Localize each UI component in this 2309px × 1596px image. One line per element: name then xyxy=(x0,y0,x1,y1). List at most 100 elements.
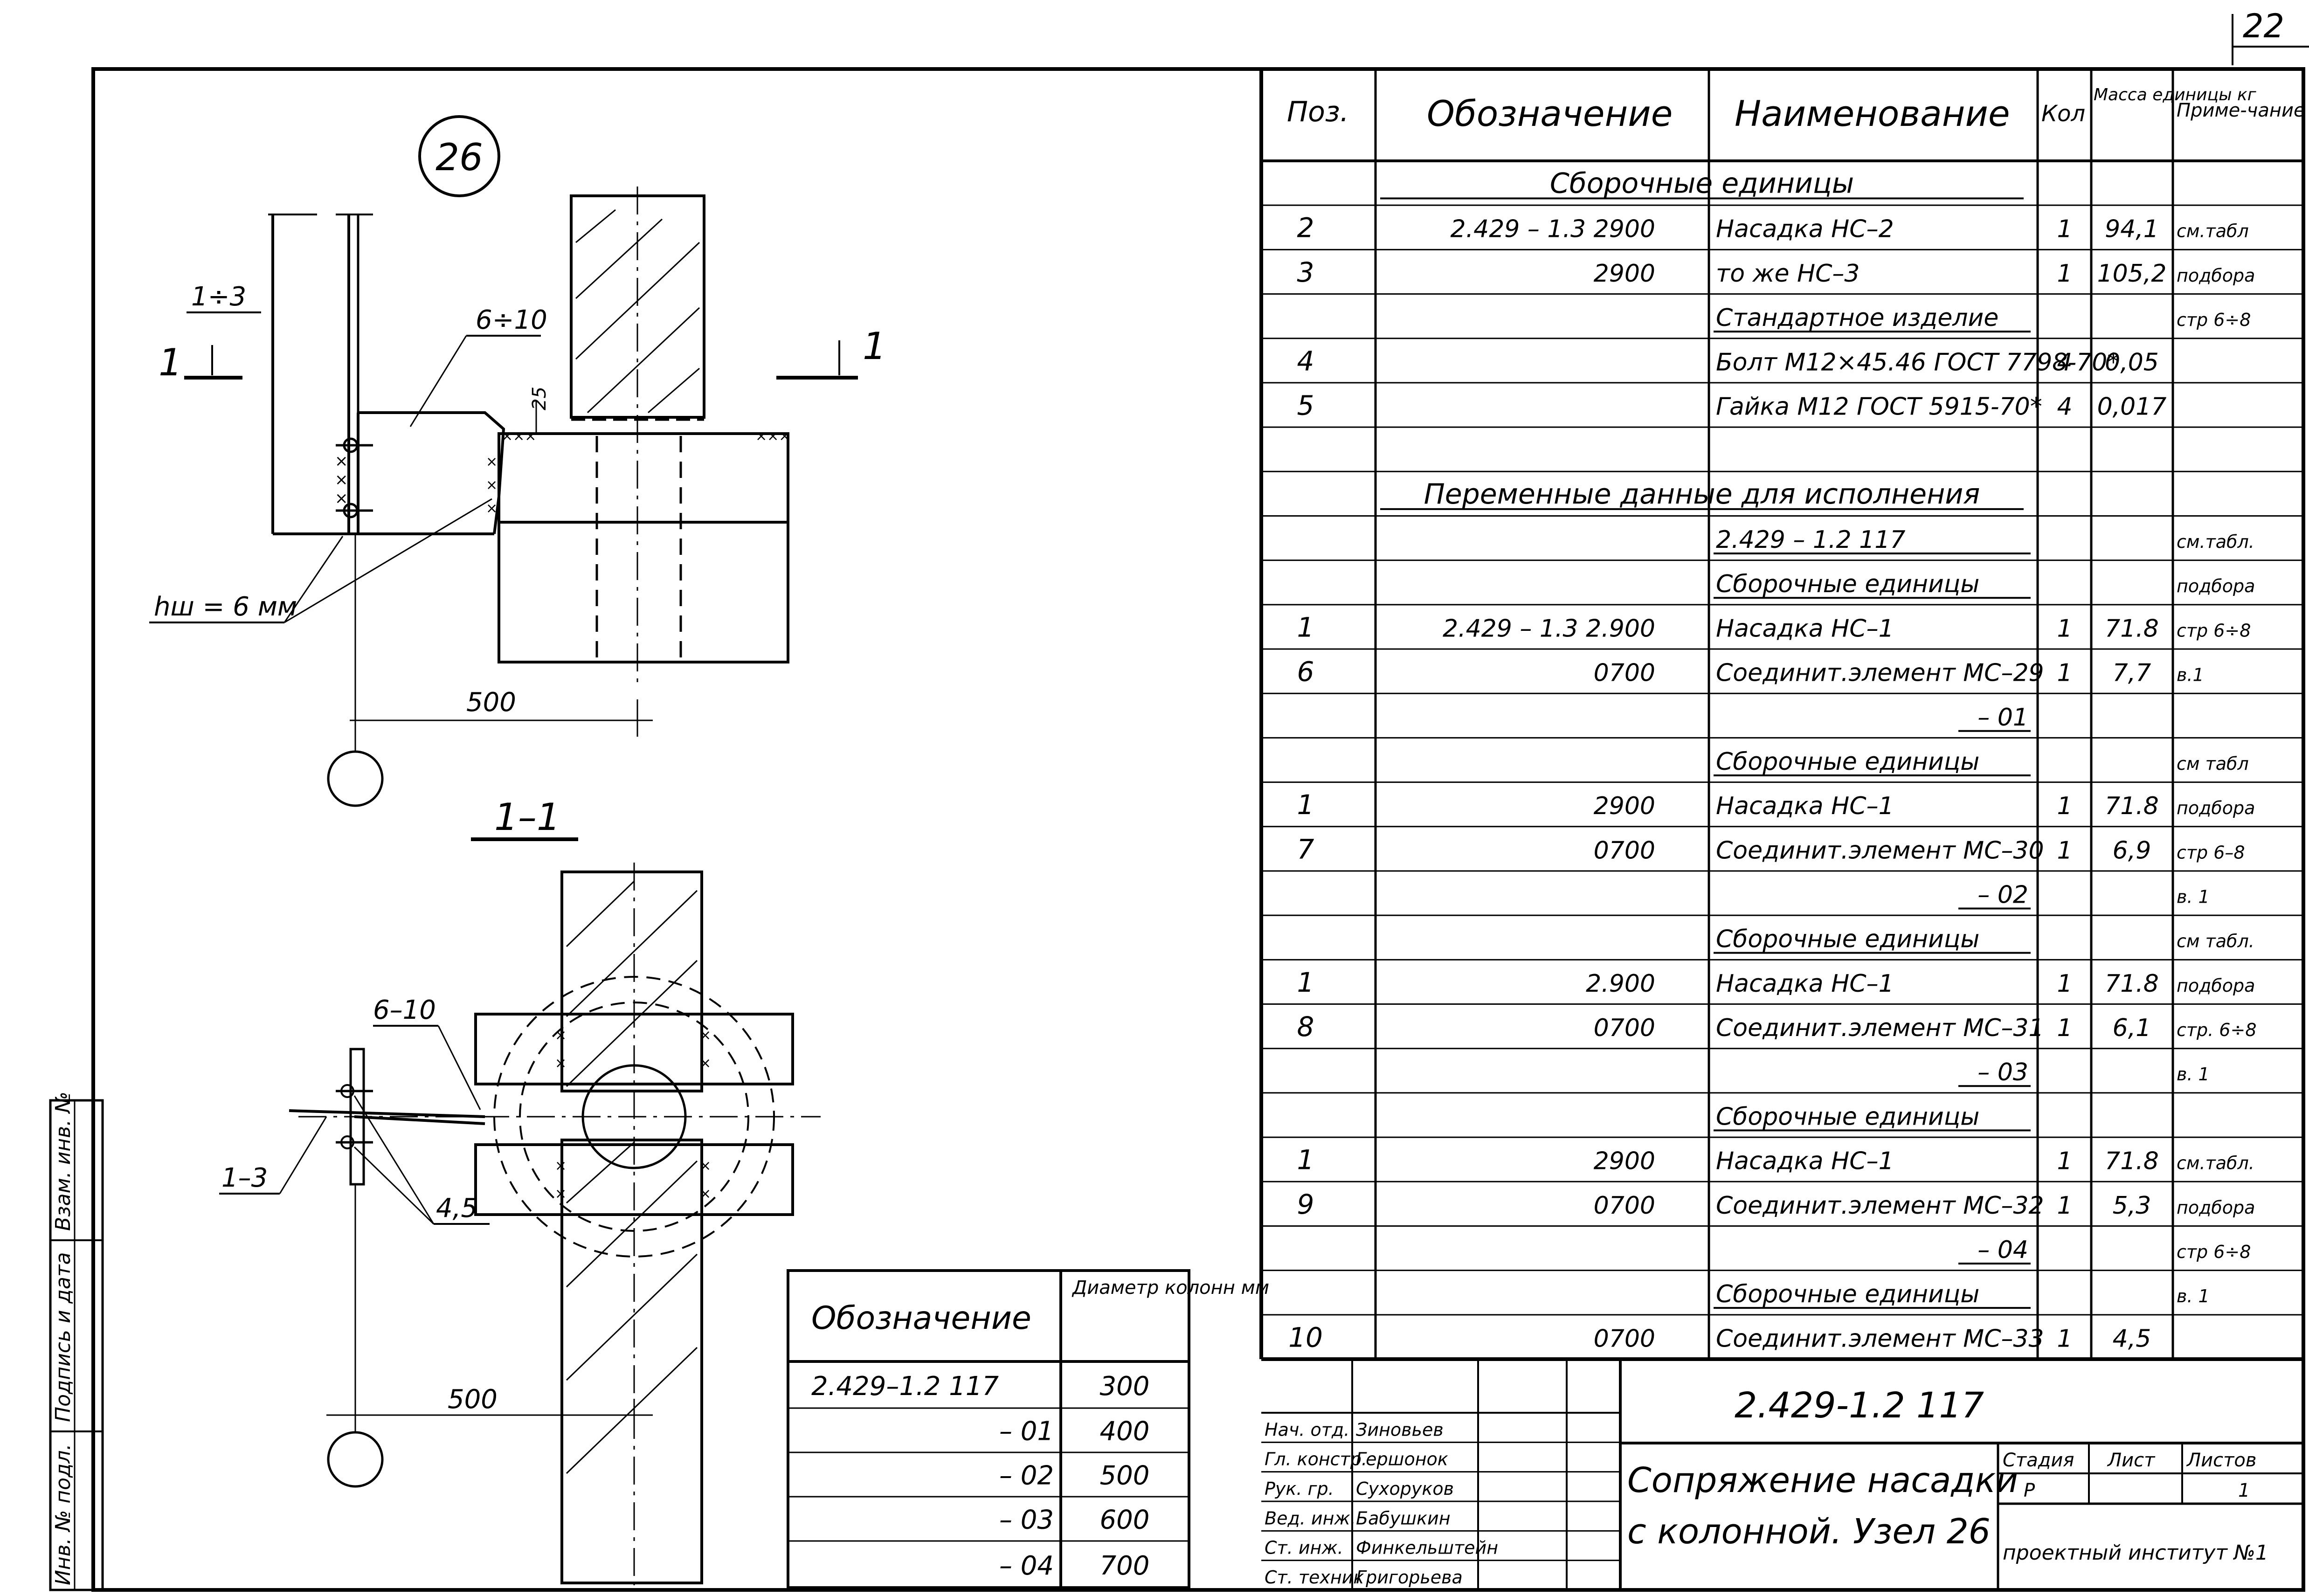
spec-row-note: стр 6÷8 xyxy=(2177,1242,2251,1262)
spec-row-section-title: Сборочные единицы xyxy=(1550,167,1854,200)
spec-row-note: стр 6–8 xyxy=(2177,842,2245,863)
spec-row-name: Сборочные единицы xyxy=(1716,748,1979,776)
spec-row-pos: 1 xyxy=(1297,789,1314,821)
signature-name: Гершонок xyxy=(1356,1449,1448,1470)
sheet-frame xyxy=(91,67,2305,1592)
cap-top xyxy=(498,432,789,524)
spec-row-note: см табл. xyxy=(2177,931,2254,952)
spec-row-pos: 8 xyxy=(1297,1011,1314,1043)
spec-row-name: Стандартное изделие xyxy=(1716,304,1998,332)
signature-name: Бабушкин xyxy=(1356,1508,1451,1528)
section-callout-pos: 1–3 xyxy=(221,1163,268,1193)
spec-row-qty: 1 xyxy=(2057,1014,2072,1042)
spec-header-note: Приме-чание xyxy=(2177,100,2305,121)
spec-row-qty: 1 xyxy=(2057,1147,2072,1175)
svg-text:×: × xyxy=(699,1027,711,1043)
spec-row-qty: 4 xyxy=(2057,348,2072,376)
svg-text:×: × xyxy=(555,1055,567,1071)
spec-row-pos: 3 xyxy=(1297,256,1314,288)
spec-row-qty: 1 xyxy=(2057,836,2072,864)
sheet-label: Лист xyxy=(2107,1450,2156,1471)
spec-row-name: Соединит.элемент МС–32 xyxy=(1716,1192,2044,1220)
spec-row-name: Болт М12×45.46 ГОСТ 7798-70* xyxy=(1716,348,2119,376)
svg-text:×: × xyxy=(335,489,348,508)
spec-row-name: Насадка НС–1 xyxy=(1716,1147,1894,1175)
svg-text:×: × xyxy=(555,1186,567,1202)
side-stamp: Взам. инв. № Подпись и дата Инв. № подл. xyxy=(49,1092,104,1591)
spec-row-note: стр 6÷8 xyxy=(2177,620,2251,641)
spec-header-mass: Масса единицы кг xyxy=(2094,85,2257,104)
spec-row-mass: 105,2 xyxy=(2097,260,2167,288)
svg-text:×: × xyxy=(486,477,498,493)
spec-row-name: то же НС–3 xyxy=(1716,260,1860,288)
spec-row-mass: 71.8 xyxy=(2105,1147,2159,1175)
cap-sleeve xyxy=(498,521,789,663)
spec-row-note: в. 1 xyxy=(2177,1286,2210,1306)
stamp-inventory: Инв. № подл. xyxy=(51,1444,75,1585)
spec-row-name: – 04 xyxy=(1977,1236,2028,1264)
spec-row-mass: 7,7 xyxy=(2113,659,2151,687)
signature-role: Вед. инж. xyxy=(1265,1508,1356,1528)
callout-plate-6-10: 6÷10 xyxy=(476,305,547,335)
spec-row-qty: 1 xyxy=(2057,615,2072,643)
svg-text:×: × xyxy=(555,1027,567,1043)
spec-row-note: подбора xyxy=(2177,265,2255,286)
svg-text:×: × xyxy=(486,454,498,470)
variants-table: Обозначение Диаметр колонн мм xyxy=(787,1269,1269,1589)
spec-header-designation: Обозначение xyxy=(1427,93,1673,134)
stage-label: Стадия xyxy=(2003,1450,2074,1471)
spec-row-mass: 6,1 xyxy=(2113,1014,2151,1042)
spec-row-note: подбора xyxy=(2177,798,2255,818)
spec-row-mass: 71.8 xyxy=(2105,615,2159,643)
spec-row-name: 2.429 – 1.2 117 xyxy=(1716,526,1905,554)
spec-row-note: подбора xyxy=(2177,1197,2255,1218)
variant-diameter: 500 xyxy=(1100,1460,1150,1491)
spec-row-qty: 1 xyxy=(2057,659,2072,687)
section-callout-bolt: 4,5 xyxy=(436,1193,477,1223)
section-mark-right: 1 xyxy=(863,325,886,368)
spec-row-qty: 1 xyxy=(2057,260,2072,288)
title-line-2: с колонной. Узел 26 xyxy=(1627,1512,1991,1552)
svg-text:×: × xyxy=(699,1055,711,1071)
svg-text:×××: ××× xyxy=(501,428,536,444)
variant-diameter: 300 xyxy=(1100,1371,1150,1402)
spec-row-designation: 0700 xyxy=(1594,659,1655,687)
spec-row-pos: 6 xyxy=(1297,656,1314,688)
spec-row-section-title: Переменные данные для исполнения xyxy=(1424,478,1980,511)
spec-row-name: – 03 xyxy=(1977,1058,2028,1086)
section-mark-left: 1 xyxy=(159,341,182,384)
spec-row-name: Насадка НС–1 xyxy=(1716,792,1894,820)
spec-row-note: подбора xyxy=(2177,576,2255,596)
stamp-signature: Подпись и дата xyxy=(51,1252,75,1422)
spec-row-pos: 2 xyxy=(1297,212,1314,244)
spec-row-pos: 1 xyxy=(1297,967,1314,998)
spec-row-name: Соединит.элемент МС–31 xyxy=(1716,1014,2044,1042)
sheet-number: 22 xyxy=(2243,7,2284,45)
callout-pos-1-3: 1÷3 xyxy=(191,282,246,312)
signature-name: Зиновьев xyxy=(1356,1419,1444,1440)
spec-row-name: Насадка НС–2 xyxy=(1716,215,1894,243)
spec-row-note: стр. 6÷8 xyxy=(2177,1020,2257,1040)
variant-designation: – 04 xyxy=(999,1551,1054,1581)
sheets-label: Листов xyxy=(2186,1450,2256,1471)
variant-diameter: 400 xyxy=(1100,1416,1150,1446)
svg-text:×: × xyxy=(486,500,498,517)
variant-designation: – 02 xyxy=(999,1460,1054,1491)
signature-role: Ст. инж. xyxy=(1265,1538,1343,1558)
spec-row-mass: 71.8 xyxy=(2105,970,2159,998)
spec-row-name: Соединит.элемент МС–29 xyxy=(1716,659,2044,687)
svg-text:×: × xyxy=(699,1158,711,1174)
spec-row-designation: 2.429 – 1.3 2.900 xyxy=(1443,615,1655,643)
svg-text:×: × xyxy=(335,452,348,470)
spec-row-qty: 1 xyxy=(2057,792,2072,820)
spec-row-name: Насадка НС–1 xyxy=(1716,615,1894,643)
spec-row-qty: 4 xyxy=(2057,393,2072,421)
spec-row-designation: 0700 xyxy=(1594,1192,1655,1220)
variant-designation: – 03 xyxy=(999,1505,1054,1535)
spec-row-qty: 1 xyxy=(2057,1192,2072,1220)
spec-row-name: – 02 xyxy=(1977,881,2028,909)
